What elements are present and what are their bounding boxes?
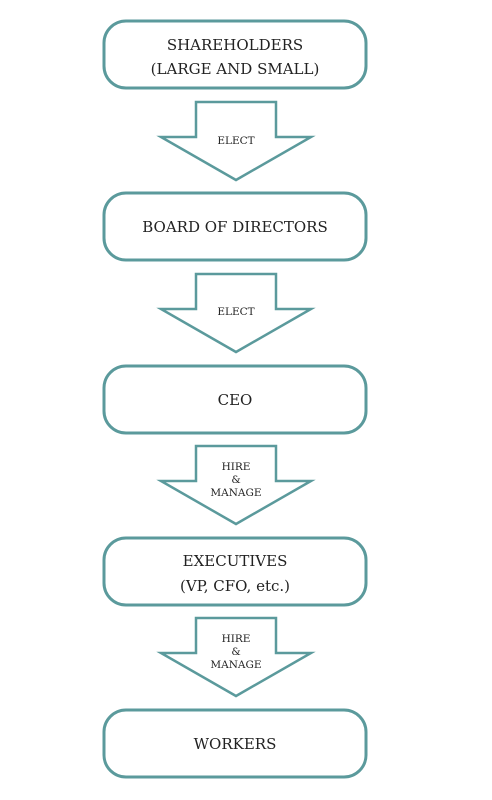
- arrow-board-to-ceo: [156, 272, 316, 354]
- arrow-label-manage-1: MANAGE: [210, 487, 261, 499]
- node-label-shareholders-line-1: SHAREHOLDERS: [167, 36, 303, 54]
- arrow-label-hire-1: HIRE: [222, 461, 251, 473]
- arrow-label-hire-2: HIRE: [222, 633, 251, 645]
- arrow-shareholders-to-board: [156, 100, 316, 182]
- arrow-label-amp-2: &: [231, 646, 240, 658]
- arrow-label-amp-1: &: [231, 474, 240, 486]
- node-box-board: [102, 191, 368, 262]
- node-box-shareholders: [102, 19, 368, 90]
- node-label-workers: WORKERS: [194, 735, 277, 753]
- node-label-ceo: CEO: [218, 391, 253, 409]
- arrow-label-manage-2: MANAGE: [210, 659, 261, 671]
- arrow-ceo-to-executives: [156, 444, 316, 526]
- node-label-executives-line-1: EXECUTIVES: [183, 552, 288, 570]
- node-box-workers: [102, 708, 368, 779]
- arrow-label-elect-2: ELECT: [217, 306, 254, 318]
- node-label-shareholders-line-2: (LARGE AND SMALL): [151, 60, 320, 78]
- arrow-label-elect-1: ELECT: [217, 135, 254, 147]
- node-label-executives-line-2: (VP, CFO, etc.): [180, 577, 290, 595]
- arrow-executives-to-workers: [156, 616, 316, 698]
- node-label-board: BOARD OF DIRECTORS: [142, 218, 328, 236]
- node-box-ceo: [102, 364, 368, 435]
- node-box-executives: [102, 536, 368, 607]
